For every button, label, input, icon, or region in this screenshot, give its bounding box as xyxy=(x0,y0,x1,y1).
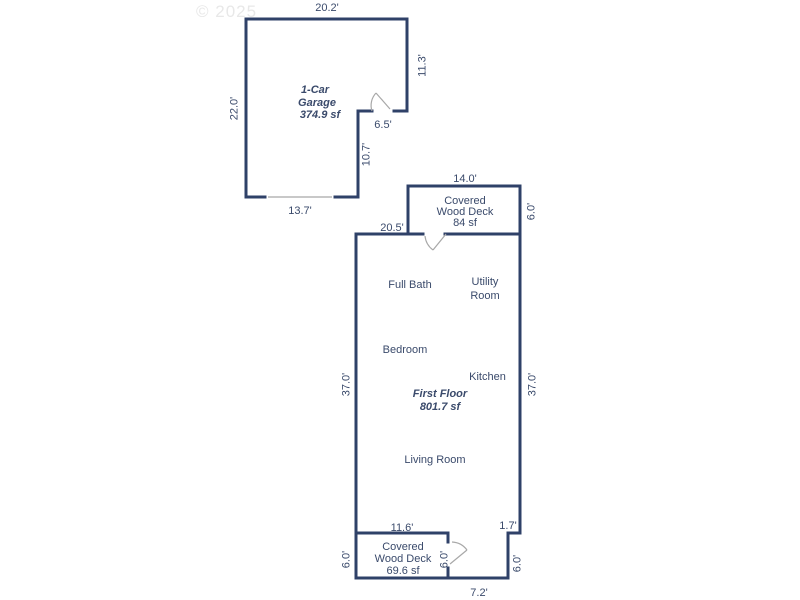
garage-walls xyxy=(244,17,409,199)
first-floor-walls xyxy=(354,232,451,580)
deck-bottom-label-1: Covered xyxy=(382,541,424,553)
deck-bottom-right-dim: 6.0' xyxy=(511,554,524,573)
first-floor-bottom-right-dim: 1.7' xyxy=(499,520,517,532)
copyright-watermark: © 2025 xyxy=(196,2,258,21)
room-bedroom: Bedroom xyxy=(382,344,428,356)
deck-top-label-2: Wood Deck xyxy=(436,206,494,218)
room-kitchen: Kitchen xyxy=(469,371,506,383)
deck-top-width-dim: 14.0' xyxy=(453,173,477,185)
deck-bottom-label-2: Wood Deck xyxy=(374,553,432,565)
first-floor-left-dim: 37.0' xyxy=(340,372,353,397)
garage-bottom-dim: 13.7' xyxy=(288,205,312,217)
garage-top-dim: 20.2' xyxy=(315,2,339,14)
garage-subtitle: Garage xyxy=(298,97,336,109)
room-living-room: Living Room xyxy=(404,454,466,466)
deck-top-area: 84 sf xyxy=(453,217,477,229)
deck-bottom-left-dim: 6.0' xyxy=(340,550,353,569)
first-floor-top-dim: 20.5' xyxy=(380,222,404,234)
deck-top-right-dim: 6.0' xyxy=(525,202,538,221)
door-icon-bottom-deck xyxy=(449,549,468,565)
deck-bottom-area: 69.6 sf xyxy=(386,565,420,577)
first-floor-walls-right xyxy=(443,232,522,580)
deck-top-label-1: Covered xyxy=(444,195,486,207)
door-icon-deck xyxy=(432,233,447,251)
door-icon xyxy=(375,92,391,110)
first-floor-area: 801.7 sf xyxy=(419,401,461,413)
garage-notch-dim: 6.5' xyxy=(374,119,392,131)
first-floor-title: First Floor xyxy=(412,388,468,400)
garage-right-lower-dim: 10.7' xyxy=(360,142,373,167)
garage-walls-lower xyxy=(333,109,374,199)
garage-right-upper-dim: 11.3' xyxy=(416,54,429,77)
deck-bottom-width-dim: 7.2' xyxy=(470,587,488,599)
room-utility-line2: Room xyxy=(470,290,500,302)
room-full-bath: Full Bath xyxy=(388,279,432,291)
first-floor-bottom-left-dim: 11.6' xyxy=(390,522,414,534)
room-utility-line1: Utility xyxy=(471,276,499,288)
top-deck-walls xyxy=(406,184,522,236)
first-floor-right-dim: 37.0' xyxy=(526,372,539,397)
garage-title: 1-Car xyxy=(300,84,330,96)
deck-bottom-inner-dim: 6.0' xyxy=(438,550,451,569)
garage-left-dim: 22.0' xyxy=(228,96,241,121)
garage-area: 374.9 sf xyxy=(299,109,341,121)
